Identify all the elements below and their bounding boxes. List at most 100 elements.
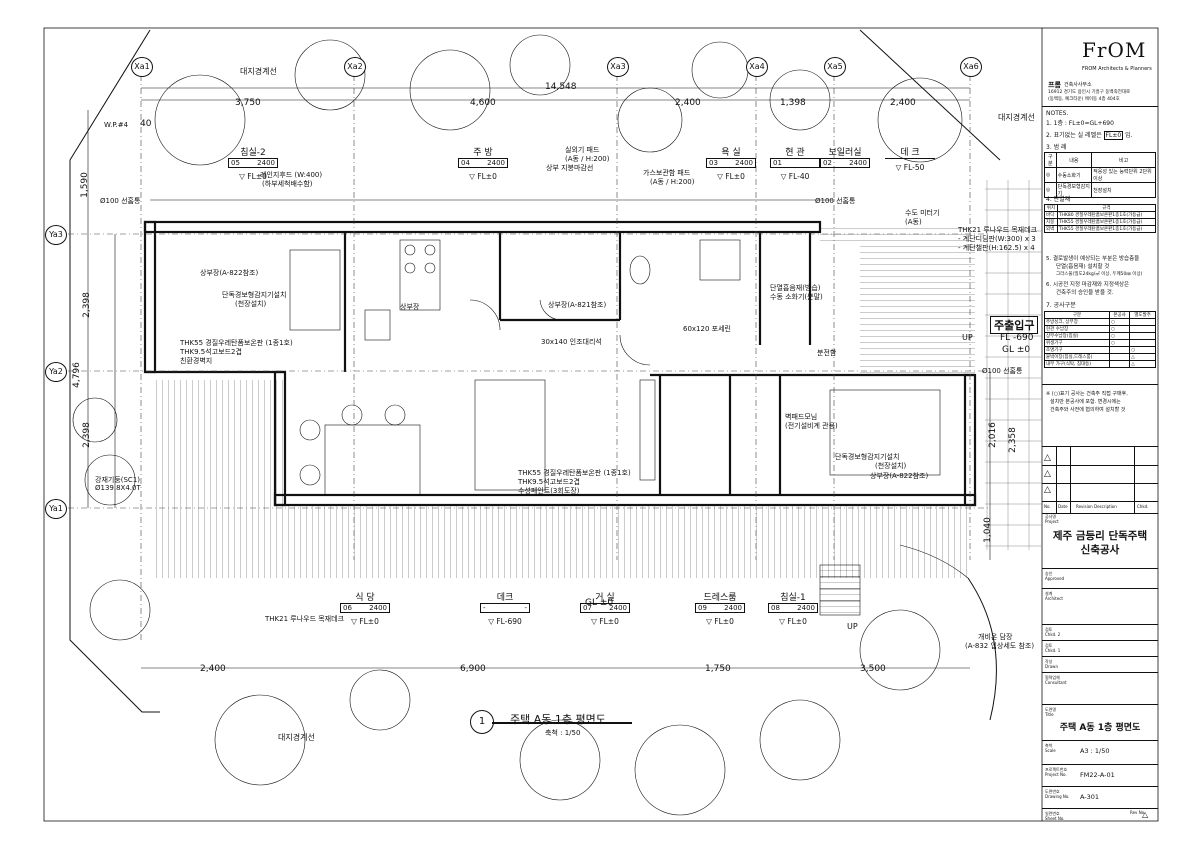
left-dim-4: 2,398 (81, 422, 92, 448)
up-label-2: UP (847, 622, 858, 631)
note-2-tag: FL±0 (1103, 131, 1124, 140)
meta-label-en-3: Sheet No. (1045, 816, 1065, 821)
room-level: ▽ FL±0 (779, 617, 807, 626)
fire-sensor-note2: (천장설치) (235, 300, 267, 308)
fixtures (289, 239, 941, 496)
entrance-label: 주출입구 (990, 316, 1039, 334)
grid-bubble-xa4: Xa4 (746, 57, 768, 77)
meta-value-2: A-301 (1080, 793, 1100, 801)
top-room-tag-5: 데 크▽ FL-50 (885, 145, 935, 172)
right-dim-1: 2,016 (987, 422, 998, 448)
drawing-title-number: 1 (470, 710, 494, 734)
upper-cabinet-note2: 상부장 (400, 303, 420, 311)
range-hood-note: 레인지후드 (W:400) (260, 171, 323, 179)
sign-label-en-2: Chkd. 2 (1045, 632, 1061, 637)
wall-spec-2: THK9.5석고보드2겹 (180, 348, 242, 356)
bottom-dim-2: 6,900 (460, 664, 486, 674)
fire-ext-note: 수동 소화기(분말) (770, 293, 823, 301)
firm-logo: FrOM (1082, 38, 1147, 62)
top-dim-3: 2,400 (675, 98, 701, 108)
firm-name-sub: 건축사사무소 (1064, 82, 1092, 88)
water-meter-note: 수도 미터기 (905, 209, 940, 217)
meta-label-2: 도면번호 (1045, 789, 1060, 794)
meta-label-3: 일련번호 (1045, 811, 1060, 816)
deck-west (152, 380, 285, 505)
title-label-en: Title (1045, 712, 1054, 717)
range-hood-note2: (하부세척배수함) (262, 180, 313, 188)
grid-bubble-ya3: Ya3 (45, 225, 67, 245)
room-level: ▽ FL±0 (469, 172, 497, 181)
room-level: ▽ FL±0 (239, 172, 267, 181)
bottom-dim-1: 2,400 (200, 664, 226, 674)
note-5b: 단열(흡음재) 설치할 것 (1056, 264, 1110, 270)
firm-address-1: 16912 경기도 용인시 기흥구 동백죽전대로 (1048, 90, 1131, 95)
entrance-stair (819, 564, 861, 616)
room-level: ▽ FL±0 (591, 617, 619, 626)
room-name: 욕 실 (706, 145, 756, 159)
grid-bubble-xa3: Xa3 (607, 57, 629, 77)
living-fire-note: 단독경보형감지기설치 (835, 453, 900, 461)
gabion-note2: (A-832 입상세도 참조) (965, 642, 1035, 650)
vent-pad-note: 실외기 패드 (565, 146, 600, 154)
sign-label-5: 협력업체 (1045, 675, 1060, 680)
wall-spec-1: THK55 경질우레탄폼보온판 (1종1호) (180, 339, 293, 347)
room-code: 01 (770, 159, 820, 168)
room-name: 주 방 (458, 145, 508, 159)
vent-pad-note2: (A동 / H:200) (565, 155, 610, 163)
boundary-label-3: 대지경계선 (278, 733, 315, 742)
bottom-dim-4: 3,500 (860, 664, 886, 674)
steel-column-note: 강재기둥(SC1) (95, 476, 141, 484)
bottom-room-tag-1: 데크--▽ FL-690 (480, 590, 530, 626)
dim-40: 40 (140, 119, 152, 129)
deck-stair (820, 565, 860, 615)
revision-col-no: No. (1044, 504, 1051, 509)
project-name-1: 제주 금등리 단독주택 (1052, 530, 1148, 542)
right-dim-2: 2,358 (1007, 427, 1018, 453)
note-1: 1. 1층 : FL±0=GL+690 (1046, 120, 1114, 127)
left-dim-1: 1,590 (79, 172, 90, 198)
revision-table: △ △ △ No. Date Revision Description Chkd… (1042, 446, 1158, 514)
room-name: 식 당 (340, 590, 390, 604)
sign-label-3: 검토 (1045, 643, 1053, 648)
gabion-note: 개비온 담장 (978, 633, 1013, 641)
room-name: 보일러실 (820, 145, 870, 159)
top-dim-1: 3,750 (235, 98, 261, 108)
sign-label-2: 검토 (1045, 627, 1053, 632)
wall-spec-6: 수성페인트(3회도장) (518, 487, 580, 495)
meta-value-1: FM22-A-01 (1080, 771, 1115, 779)
deck-roof-note3: - 계단챌판(H:162.5) x 4 (958, 244, 1035, 252)
remark-3: 건축주와 사전에 협의하여 설치할 것 (1050, 407, 1126, 413)
room-name: 드레스룸 (695, 590, 745, 604)
grid-lines (55, 75, 990, 640)
meta-label-en-2: Drawing No. (1045, 794, 1070, 799)
water-meter-note2: (A동) (905, 218, 922, 226)
dimension-lines (87, 87, 991, 669)
title-block: FrOM FROM Architects & Planners 프롬 건축사사무… (1042, 28, 1158, 821)
tile-dry-note: 30x140 인조대리석 (541, 338, 602, 346)
left-dim-3: 4,796 (71, 362, 82, 388)
top-dim-4: 1,398 (780, 98, 806, 108)
firm-address-2: (동백동, 예크타운) 에이동 4층 404호 (1048, 97, 1120, 102)
room-level: ▽ FL-40 (780, 172, 810, 181)
grid-bubble-ya2: Ya2 (45, 362, 67, 382)
wall-pad-note2: (전기설비계 관용) (785, 422, 838, 430)
top-dim-2: 4,600 (470, 98, 496, 108)
note-5a: 5. 결로발생이 예상되는 부분은 방습층을 (1046, 256, 1140, 262)
meta-label-en-0: Scale (1045, 748, 1056, 753)
left-dim-2: 2,398 (81, 292, 92, 318)
room-code: -- (480, 604, 530, 613)
note-6b: 건축주의 승인을 받을 것. (1056, 290, 1114, 296)
room-name: 데크 (480, 590, 530, 604)
sign-label-0: 승인 (1045, 571, 1053, 576)
tile-wet-note: 60x120 포세린 (683, 325, 731, 333)
wall-spec-5: THK9.5석고보드2겹 (518, 478, 580, 486)
